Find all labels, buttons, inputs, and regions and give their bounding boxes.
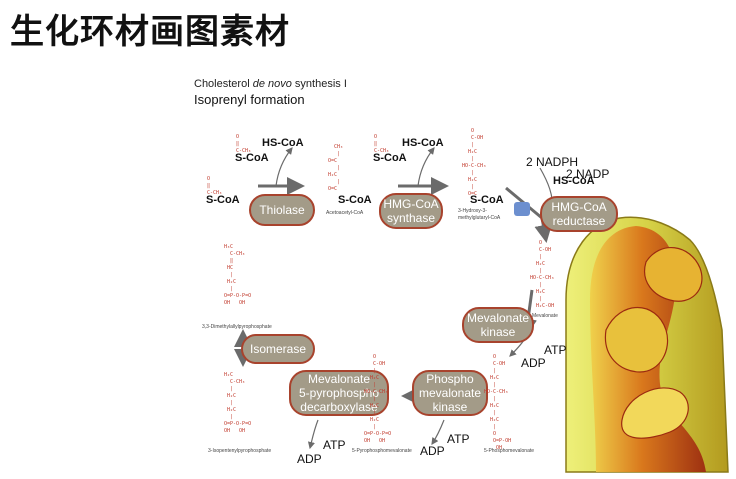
structure-dmapp: H₃C C-CH₃ ‖ HC | H₂C | O=P-O-P=O OH OH <box>224 244 252 306</box>
enzyme-mk-line2: kinase <box>480 325 516 339</box>
compound-mevalonate: Mevalonate <box>532 313 558 319</box>
enzyme-decarb-line3: decarboxylase <box>300 400 378 414</box>
enzyme-pmk-line3: kinase <box>432 400 468 414</box>
enzyme-pmk-line1: Phospho <box>426 372 474 386</box>
cofactor-hs-coa-2: HS-CoA <box>402 137 444 149</box>
mitochondrion-illustration <box>565 216 729 473</box>
cofactor-hs-coa-3: HS-CoA <box>553 175 595 187</box>
structure-mevalonate: O C-OH | H₂C | HO-C-CH₃ | H₂C | H₂C-OH <box>530 240 555 309</box>
compound-s-coa-5: S-CoA <box>470 194 504 206</box>
structure-hmg-coa: O C-OH | H₂C | HO-C-CH₃ | H₂C | O=C <box>462 128 487 197</box>
structure-acetyl-coa-3: O ‖ C-CH₃ <box>374 134 390 154</box>
enzyme-mk-line1: Mevalonate <box>466 311 530 325</box>
figure-subtitle: Isoprenyl formation <box>194 92 305 107</box>
compound-pyrophosphomevalonate: 5-Pyrophosphomevalonate <box>352 448 412 454</box>
compound-s-coa-3: S-CoA <box>338 194 372 206</box>
compound-dmapp: 3,3-Dimethylallylpyrophosphate <box>202 324 272 330</box>
structure-pyrophosphomevalonate: O C-OH | H₂C | HO-C-CH₃ | H₂C | H₂C | O=… <box>364 354 392 444</box>
cofactor-adp-1: ADP <box>521 356 546 370</box>
enzyme-isomerase: Isomerase <box>241 334 315 364</box>
nadph-binding-marker <box>514 202 530 216</box>
enzyme-synthase-line2: synthase <box>386 211 436 225</box>
enzyme-pmk-line2: mevalonate <box>418 386 482 400</box>
arrow-decarb-adp <box>307 419 319 450</box>
page-title: 生化环材画图素材 <box>10 12 290 52</box>
compound-s-coa-2: S-CoA <box>206 194 240 206</box>
structure-acetoacetyl-coa: CH₃ | O=C | H₂C | O=C <box>328 144 344 192</box>
enzyme-synthase-line1: HMG-CoA <box>383 197 439 211</box>
compound-hmg-coa-line1: 3-Hydroxy-3- <box>458 208 487 214</box>
cofactor-atp-2: ATP <box>447 432 470 446</box>
structure-acetyl-coa-2: O ‖ C-CH₃ <box>207 176 223 196</box>
compound-acetoacetyl-coa: Acetoacetyl-CoA <box>326 210 364 216</box>
structure-phosphomevalonate: O C-OH | H₂C | HO-C-CH₃ | H₂C | H₂C | O … <box>484 354 512 451</box>
cofactor-atp-1: ATP <box>544 343 567 357</box>
figure-title-italic: de novo <box>252 78 292 90</box>
cofactor-nadph: 2 NADPH <box>526 155 579 169</box>
enzyme-reductase-line1: HMG-CoA <box>551 200 607 214</box>
compound-phosphomevalonate: 5-Phosphomevalonate <box>484 448 535 454</box>
compound-s-coa-4: S-CoA <box>373 152 407 164</box>
cofactor-atp-3: ATP <box>323 438 346 452</box>
structure-ipp: H₂C C-CH₃ | H₂C | H₂C | O=P-O-P=O OH OH <box>224 372 252 434</box>
enzyme-decarb-line2: 5-pyrophospho <box>298 386 380 400</box>
figure-title-prefix: Cholesterol <box>194 78 253 90</box>
figure-title-suffix: synthesis I <box>291 78 347 90</box>
structure-acetyl-coa-1: O ‖ C-CH₃ <box>236 134 252 154</box>
enzyme-reductase-line2: reductase <box>552 214 606 228</box>
arrow-pmk-adp <box>431 419 445 445</box>
enzyme-decarb-line1: Mevalonate <box>307 372 371 386</box>
cofactor-hs-coa-1: HS-CoA <box>262 137 304 149</box>
compound-ipp: 3-Isopentenylpyrophosphate <box>208 448 272 454</box>
arrow-thiolase-hscoa <box>275 147 293 187</box>
compound-s-coa-1: S-CoA <box>235 152 269 164</box>
cofactor-adp-2: ADP <box>420 444 445 458</box>
compound-hmg-coa-line2: methylglutaryl-CoA <box>458 215 501 221</box>
enzyme-thiolase: Thiolase <box>249 194 315 226</box>
arrow-synthase-hscoa <box>417 147 435 187</box>
cofactor-nadp: 2 NADP <box>566 167 610 181</box>
cofactor-adp-3: ADP <box>297 452 322 466</box>
figure-title: Cholesterol de novo synthesis I <box>194 78 347 90</box>
